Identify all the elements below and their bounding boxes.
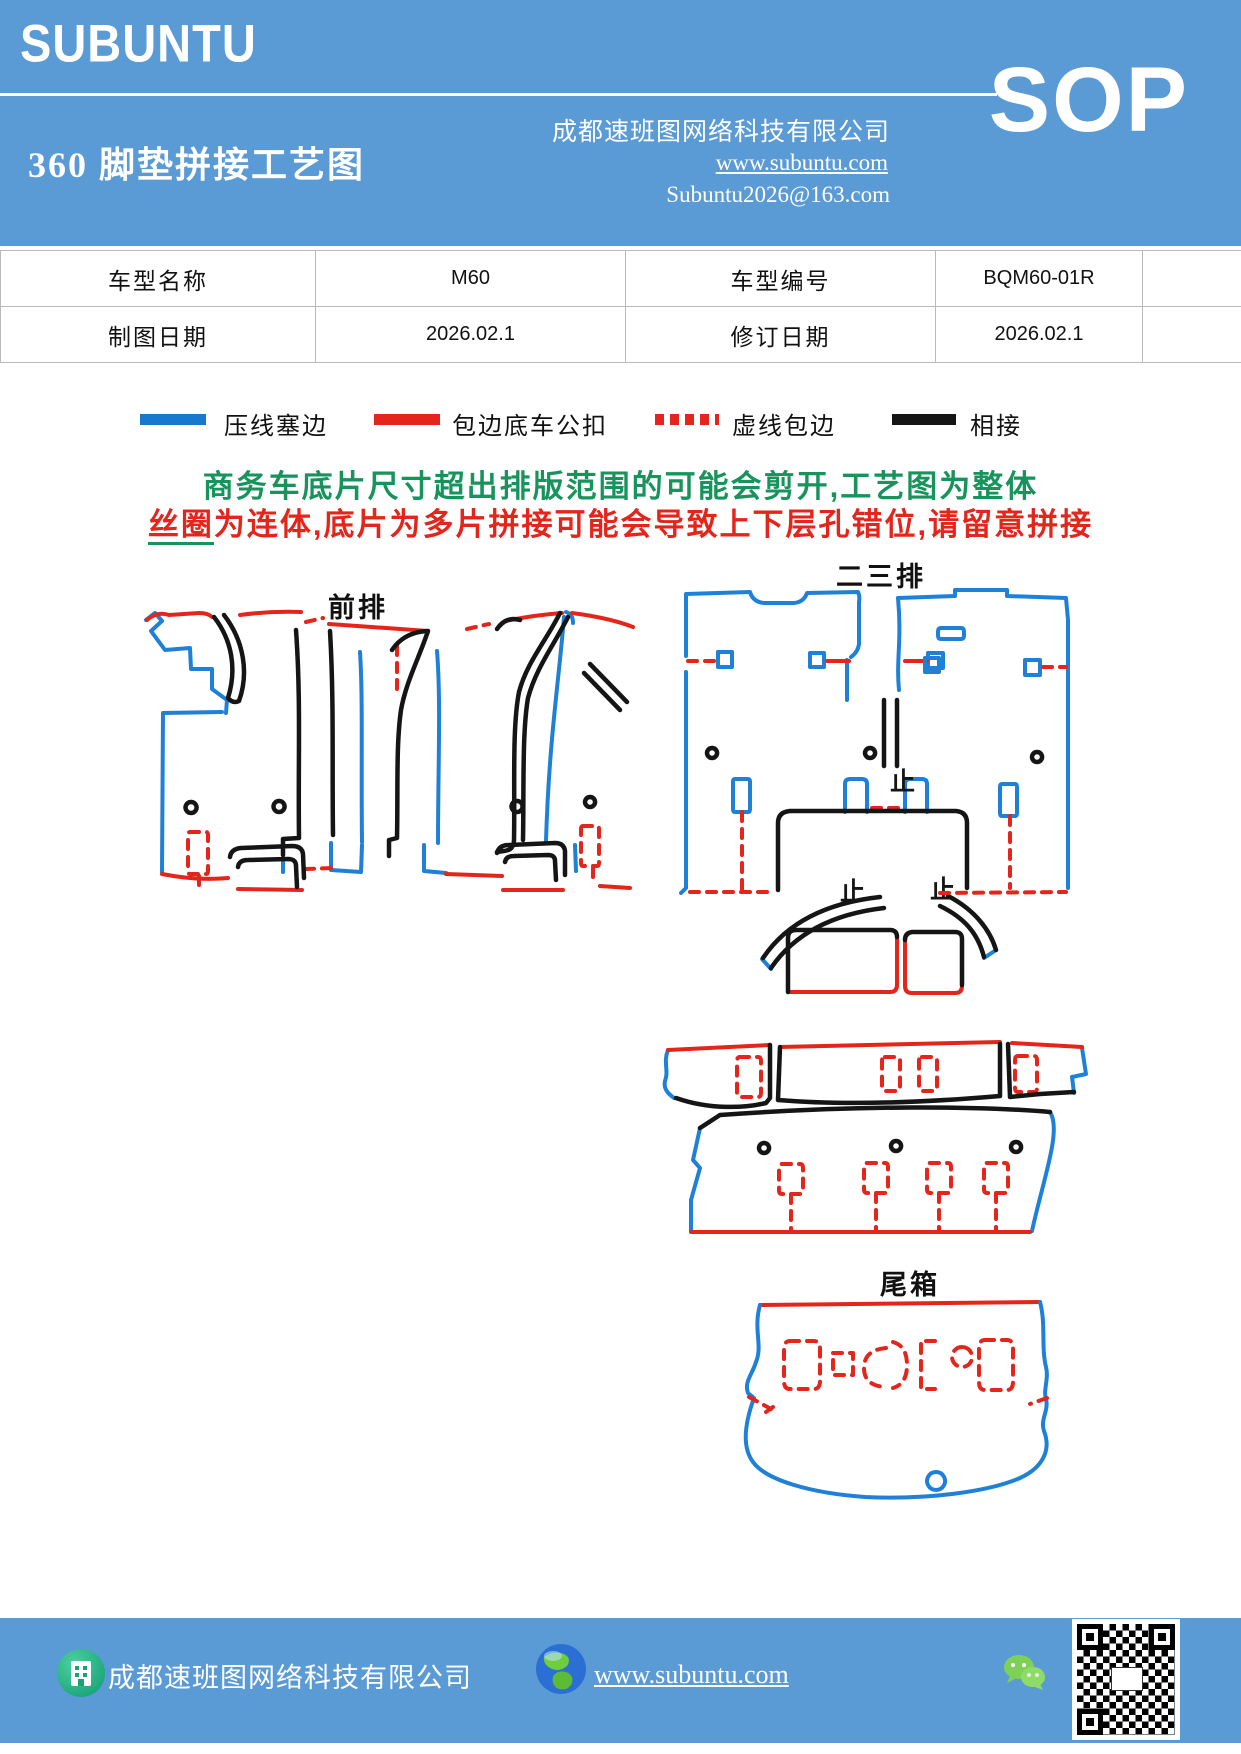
cell-empty [1142, 250, 1241, 307]
cell-empty [1142, 306, 1241, 363]
cell-model-name-value: M60 [315, 250, 626, 307]
stop-mark: 止 [840, 878, 865, 906]
cell-draw-date-value: 2026.02.1 [315, 306, 626, 363]
cell-revise-date-value: 2026.02.1 [935, 306, 1143, 363]
header-divider [0, 93, 997, 96]
rows23-right-mat [896, 588, 1070, 895]
header-company-name: 成都速班图网络科技有限公司 [551, 119, 890, 146]
cell-draw-date-label: 制图日期 [0, 306, 316, 363]
legend-swatch-2 [655, 414, 719, 425]
brand-logo: SUBUNTU [20, 13, 257, 73]
notice-line-2-head: 丝圈 [147, 507, 214, 545]
footer-website-link[interactable]: www.subuntu.com [594, 1660, 789, 1689]
cell-model-name-label: 车型名称 [0, 250, 316, 307]
globe-icon [536, 1644, 586, 1694]
notice-line-2: 丝圈为连体,底片为多片拼接可能会导致上下层孔错位,请留意拼接 [0, 499, 1241, 545]
label-rows-two-three: 二三排 [836, 562, 926, 592]
page-title: 360 脚垫拼接工艺图 [28, 145, 366, 185]
cell-model-code-label: 车型编号 [625, 250, 936, 307]
third-row-mat [662, 1040, 1088, 1234]
rows23-left-mat: 止 止 止 [679, 590, 999, 995]
footer-company-name: 成都速班图网络科技有限公司 [108, 1663, 472, 1693]
label-trunk: 尾箱 [880, 1270, 940, 1300]
legend-label-binding-buckle: 包边底车公扣 [452, 414, 608, 440]
cell-model-code-value: BQM60-01R [935, 250, 1143, 307]
front-left-mat [144, 609, 364, 892]
building-icon [57, 1649, 105, 1697]
cell-revise-date-label: 修订日期 [625, 306, 936, 363]
header-website-link[interactable]: www.subuntu.com [715, 150, 888, 175]
legend-swatch-0 [140, 414, 206, 425]
qr-code [1072, 1619, 1180, 1740]
header-email: Subuntu2026@163.com [666, 182, 890, 207]
stop-mark: 止 [930, 876, 955, 904]
qr-finder [1149, 1624, 1175, 1650]
legend-label-press-edge: 压线塞边 [224, 414, 328, 440]
table-row: 车型名称 M60 车型编号 BQM60-01R [0, 250, 1241, 307]
legend-label-joint: 相接 [970, 414, 1022, 440]
label-front-row: 前排 [328, 593, 388, 623]
legend-label-dashed-binding: 虚线包边 [732, 414, 836, 440]
legend-swatch-3 [892, 414, 956, 425]
stop-mark: 止 [890, 768, 915, 796]
info-table: 车型名称 M60 车型编号 BQM60-01R 制图日期 2026.02.1 修… [0, 250, 1241, 363]
qr-finder [1077, 1624, 1103, 1650]
sop-badge: SOP [988, 49, 1189, 151]
notice-line-1: 商务车底片尺寸超出排版范围的可能会剪开,工艺图为整体 [202, 469, 1039, 504]
header: SUBUNTU 成都速班图网络科技有限公司 SOP 360 脚垫拼接工艺图 ww… [0, 0, 1241, 246]
trunk-mat [743, 1300, 1049, 1500]
notice-line-2-rest: 为连体,底片为多片拼接可能会导致上下层孔错位,请留意拼接 [213, 507, 1094, 542]
legend-swatch-1 [374, 414, 440, 425]
qr-logo [1111, 1667, 1143, 1691]
wechat-icon [1004, 1655, 1045, 1690]
footer: 成都速班图网络科技有限公司 www.subuntu.com [0, 1618, 1241, 1743]
table-row: 制图日期 2026.02.1 修订日期 2026.02.1 [0, 306, 1241, 363]
front-right-mat [327, 610, 635, 892]
qr-finder [1077, 1709, 1103, 1735]
